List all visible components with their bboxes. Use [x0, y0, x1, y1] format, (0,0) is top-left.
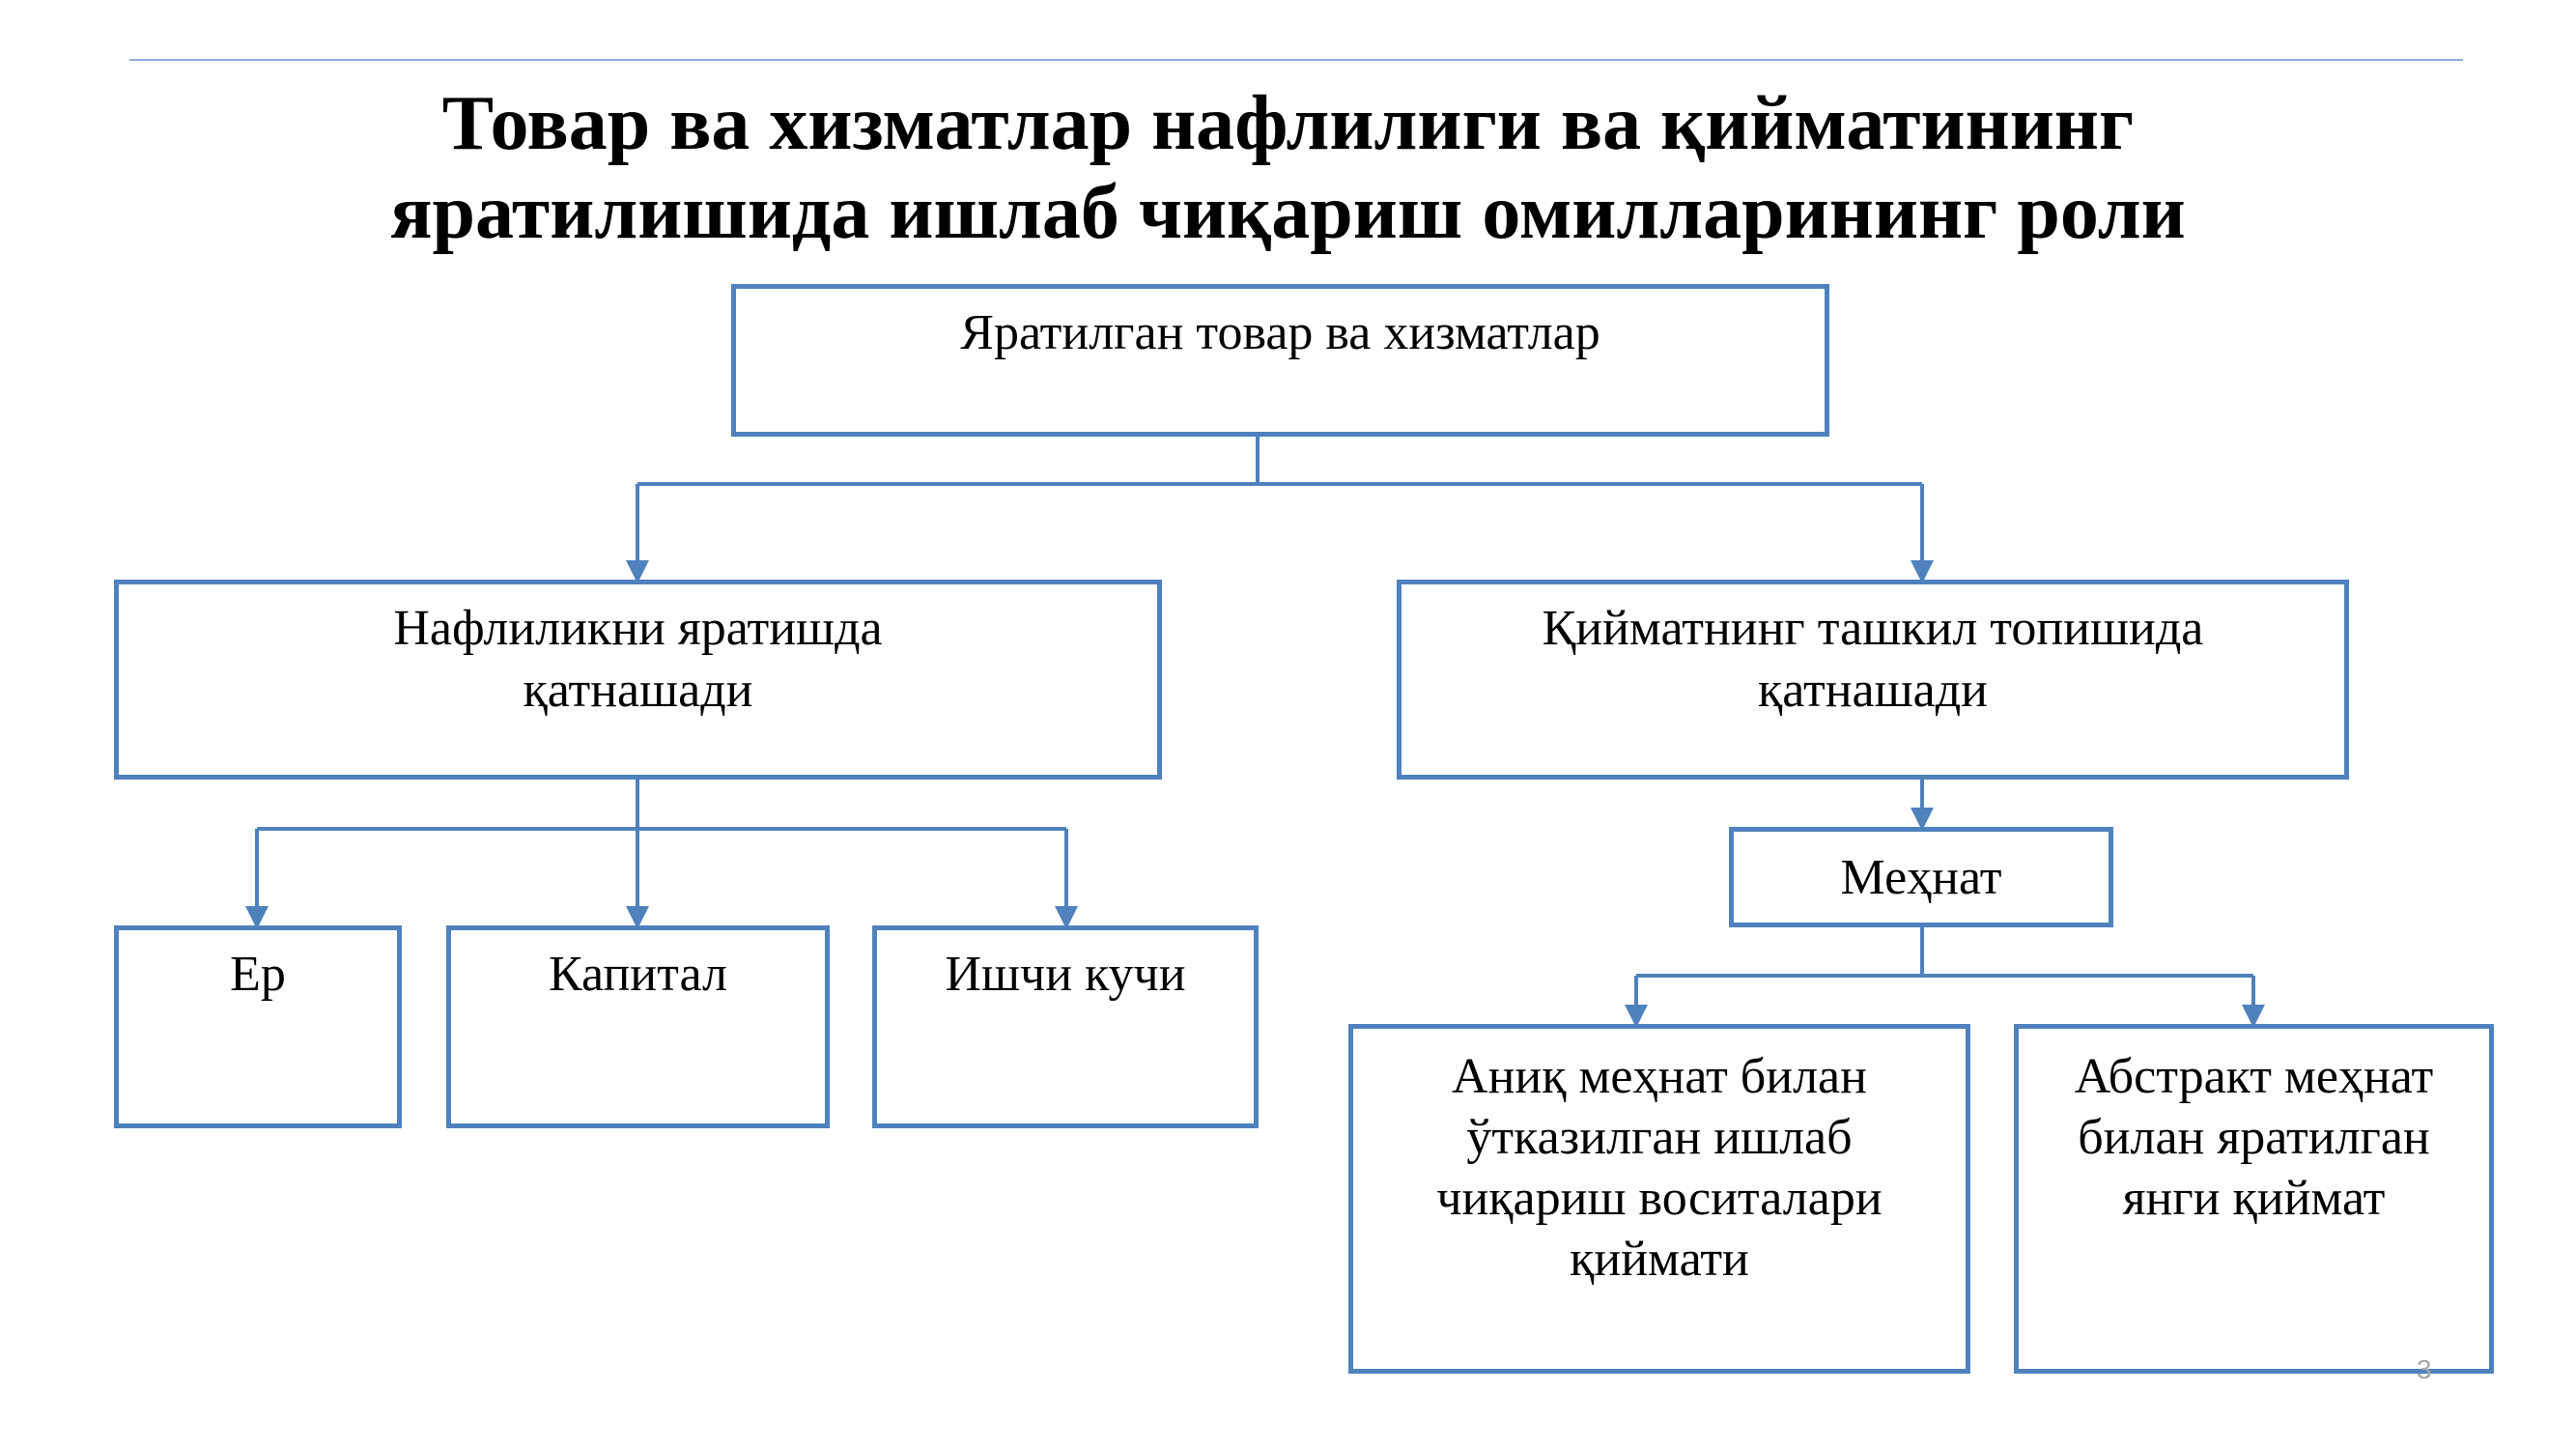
node-label-line: Аниқ меҳнат билан — [1452, 1049, 1867, 1104]
node-utility-creation: Нафлиликни яратишда қатнашади — [114, 580, 1162, 780]
node-label-line: қатнашади — [523, 663, 753, 718]
slide-title: Товар ва хизматлар нафлилиги ва қийматин… — [0, 79, 2576, 257]
node-capital: Капитал — [446, 925, 830, 1128]
node-label-line: Яратилган товар ва хизматлар — [960, 305, 1600, 360]
node-label-line: янги қиймат — [2122, 1171, 2386, 1226]
slide-number: 3 — [2417, 1354, 2432, 1384]
node-land: Ер — [114, 925, 402, 1128]
node-abstract-labor-value: Абстракт меҳнат билан яратилган янги қий… — [2014, 1024, 2494, 1374]
slide-title-line-2: яратилишида ишлаб чиқариш омилларининг р… — [390, 170, 2186, 255]
node-concrete-labor-value: Аниқ меҳнат билан ўтказилган ишлаб чиқар… — [1348, 1024, 1970, 1374]
node-label-line: Абстракт меҳнат — [2074, 1049, 2434, 1104]
node-label-line: чиқариш воситалари — [1436, 1171, 1882, 1226]
node-label-line: Қийматнинг ташкил топишида — [1542, 601, 2204, 656]
node-label-line: Капитал — [549, 947, 727, 1002]
node-value-formation: Қийматнинг ташкил топишида қатнашади — [1397, 580, 2349, 780]
node-label-line: Нафлиликни яратишда — [393, 601, 883, 656]
node-labor-force: Ишчи кучи — [872, 925, 1259, 1128]
node-created-goods-services: Яратилган товар ва хизматлар — [731, 284, 1829, 437]
node-labor: Меҳнат — [1729, 827, 2113, 927]
top-divider-line — [129, 59, 2463, 61]
node-label-line: қатнашади — [1757, 663, 1989, 718]
node-label-line: билан яратилган — [2078, 1110, 2430, 1165]
node-label-line: Меҳнат — [1840, 850, 2002, 905]
node-label-line: Ишчи кучи — [945, 947, 1186, 1002]
node-label-line: қиймати — [1570, 1232, 1749, 1287]
node-label-line: ўтказилган ишлаб — [1466, 1110, 1853, 1165]
node-label-line: Ер — [230, 947, 286, 1002]
slide-title-line-1: Товар ва хизматлар нафлилиги ва қийматин… — [441, 81, 2135, 166]
